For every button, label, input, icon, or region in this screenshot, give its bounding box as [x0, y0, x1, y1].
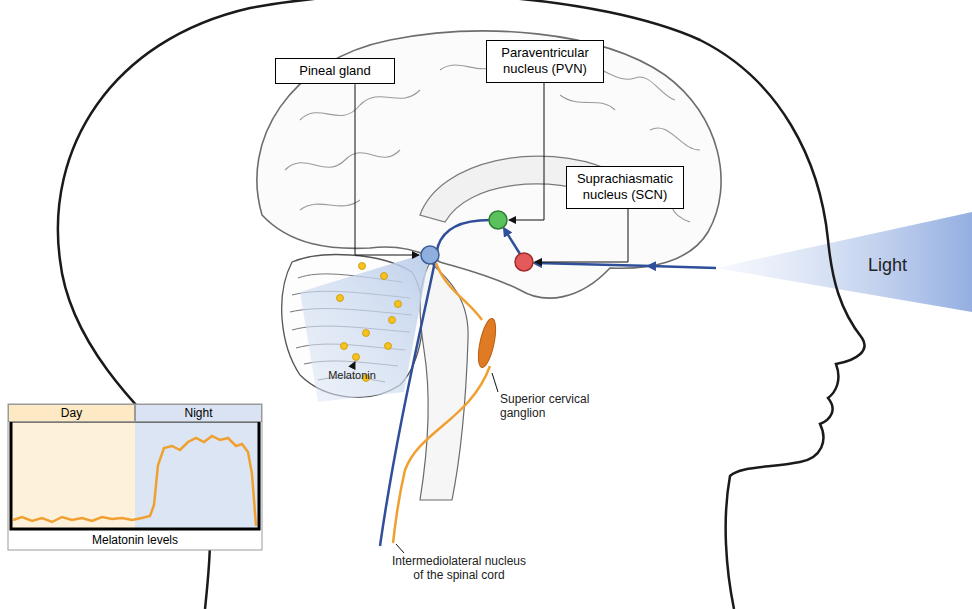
melatonin-pointer — [352, 362, 355, 368]
ganglion-pointer — [492, 373, 498, 392]
spinal-label: Intermediolateral nucleus of the spinal … — [388, 554, 530, 583]
scn-pvn-pathway — [505, 230, 520, 254]
chart-caption: Melatonin levels — [8, 533, 262, 547]
night-band: Night — [135, 404, 262, 422]
pineal-gland — [421, 246, 439, 264]
ganglion-label: Superior cervical ganglion — [500, 392, 612, 421]
pvn-spinal-pathway — [380, 220, 490, 546]
node-text: Paraventricular nucleus (PVN) — [492, 45, 598, 78]
label-box: Pineal gland — [275, 58, 395, 84]
melatonin-dots — [337, 263, 402, 382]
label-box: Paraventricular nucleus (PVN) — [486, 40, 604, 83]
node-text: Day — [11, 406, 132, 420]
pvn-nucleus — [489, 211, 507, 229]
node-text: Suprachiasmatic nucleus (SCN) — [572, 171, 678, 204]
light-pathway — [536, 263, 652, 266]
light-label: Light — [868, 255, 958, 277]
day-band: Day — [8, 404, 135, 422]
scn-nucleus — [515, 253, 533, 271]
spinal-pointer — [396, 544, 404, 553]
head-outline — [58, 0, 865, 609]
node-text: Night — [138, 406, 259, 420]
sympathetic-pathway — [393, 263, 490, 543]
leader-line — [509, 83, 544, 221]
leader-line — [355, 84, 419, 255]
node-text: Pineal gland — [281, 63, 389, 79]
melatonin-chart: Melatonin levels Day Night — [8, 404, 262, 550]
label-box: Suprachiasmatic nucleus (SCN) — [566, 166, 684, 209]
light-beam — [716, 212, 972, 312]
superior-cervical-ganglion — [475, 317, 499, 369]
light-pathway — [650, 266, 716, 268]
leader-line — [535, 209, 628, 263]
melatonin-label: Melatonin — [314, 369, 390, 382]
